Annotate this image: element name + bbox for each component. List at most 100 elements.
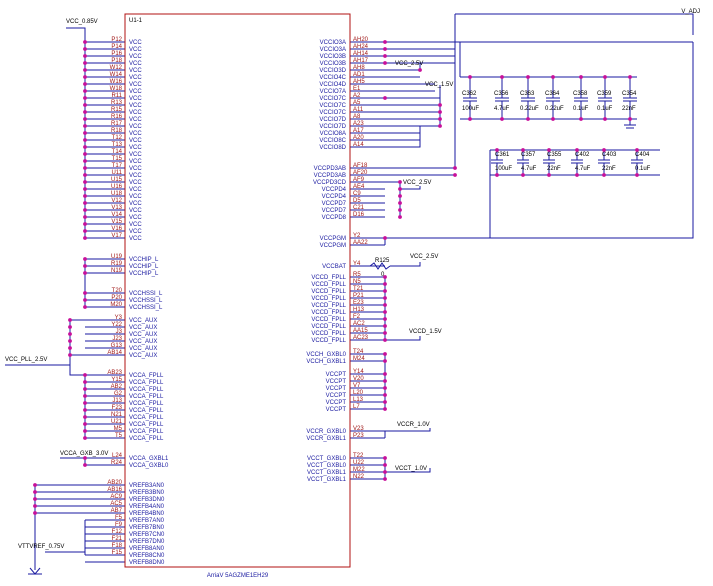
- junction-dot: [33, 511, 37, 515]
- pin-number: V14: [111, 212, 122, 218]
- pin-function: VCCIO7D: [319, 124, 346, 130]
- capacitor-ref: C363: [520, 91, 535, 97]
- pin-number: AH8: [353, 65, 365, 71]
- pin-number: H13: [353, 307, 365, 313]
- junction-dot: [33, 483, 37, 487]
- pin-number: E23: [353, 300, 364, 306]
- junction-dot: [438, 124, 442, 128]
- pin-function: VCCHIP_L: [129, 264, 159, 270]
- junction-dot: [83, 54, 87, 58]
- pin-function: VCCIO7C: [319, 103, 346, 109]
- pin-number: V20: [353, 376, 364, 382]
- pin-function: VCC: [129, 145, 142, 151]
- pin-number: AH17: [353, 58, 369, 64]
- vbat-feed: [390, 262, 421, 267]
- pin-function: VCC: [129, 194, 142, 200]
- junction-dot: [83, 103, 87, 107]
- capacitor-value: 22nF: [602, 166, 616, 172]
- pin-function: VCCIO7A: [320, 89, 346, 95]
- pin-number: L20: [353, 390, 364, 396]
- junction-dot: [83, 305, 87, 309]
- pin-number: W16: [110, 79, 123, 85]
- pin-number: AA15: [353, 328, 368, 334]
- pin-number: V16: [111, 226, 122, 232]
- pin-function: VREFB7BN0: [129, 525, 165, 531]
- pin-function: VCC_AUX: [129, 353, 157, 359]
- net-label-vccd15: VCCD_1.5V: [409, 329, 442, 335]
- vccr-feed: [385, 428, 431, 432]
- capacitor-ref: C359: [597, 91, 612, 97]
- junction-dot: [83, 271, 87, 275]
- junction-dot: [383, 303, 387, 307]
- pin-number: V13: [111, 205, 122, 211]
- junction-dot: [33, 497, 37, 501]
- pin-number: M22: [353, 467, 365, 473]
- pin-function: VCC_AUX: [129, 346, 157, 352]
- pin-number: T13: [112, 142, 123, 148]
- junction-dot: [83, 215, 87, 219]
- junction-dot: [68, 353, 72, 357]
- pin-number: AE4: [353, 184, 365, 190]
- junction-dot: [418, 68, 422, 72]
- pin-number: V15: [111, 219, 122, 225]
- resistor-symbol: [369, 262, 391, 270]
- junction-dot: [83, 387, 87, 391]
- junction-dot: [602, 173, 606, 177]
- junction-dots: [33, 40, 639, 515]
- pin-number: R15: [111, 107, 123, 113]
- junction-dot: [526, 75, 530, 79]
- junction-dot: [33, 504, 37, 508]
- junction-dot: [83, 131, 87, 135]
- junction-dot: [83, 117, 87, 121]
- pin-number: V17: [111, 233, 122, 239]
- pin-number: AC23: [353, 335, 369, 341]
- pin-number: T15: [112, 156, 123, 162]
- net-label-vcc25c: VCC_2.5V: [410, 254, 438, 260]
- pin-number: P18: [111, 58, 122, 64]
- pin-function: VCCPGM: [320, 243, 346, 249]
- pin-number: J13: [112, 398, 122, 404]
- junction-dot: [83, 257, 87, 261]
- pin-function: VCCD_FPLL: [311, 296, 346, 302]
- pin-function: VCCD_FPLL: [311, 317, 346, 323]
- pin-function: VCCIO7C: [319, 96, 346, 102]
- pin-number: M5: [114, 426, 123, 432]
- pin-function: VCC: [129, 110, 142, 116]
- junction-dot: [383, 282, 387, 286]
- junction-dot: [83, 208, 87, 212]
- pin-function: VCCPD4: [322, 187, 347, 193]
- capacitor-ref: C357: [521, 152, 536, 158]
- net-label-vccr: VCCR_1.0V: [397, 422, 430, 428]
- pin-function: VCCPD3AB: [314, 166, 346, 172]
- pin-number: W12: [110, 65, 123, 71]
- junction-dot: [383, 400, 387, 404]
- junction-dot: [83, 68, 87, 72]
- pin-number: W14: [110, 72, 123, 78]
- pin-function: VREFB7AN0: [129, 518, 165, 524]
- pin-function: VCC: [129, 138, 142, 144]
- component-body: [124, 13, 351, 568]
- pin-number: F23: [112, 405, 123, 411]
- junction-dot: [438, 110, 442, 114]
- pin-number: F9: [115, 522, 123, 528]
- pin-number: N22: [353, 474, 365, 480]
- vcc-feed: [66, 27, 86, 42]
- pin-number: F12: [112, 529, 123, 535]
- pin-number: AC5: [110, 501, 122, 507]
- junction-dot: [547, 173, 551, 177]
- junction-dot: [83, 173, 87, 177]
- pin-function: VCCT_GXBL1: [307, 477, 347, 483]
- pin-number: T20: [112, 288, 123, 294]
- junction-dot: [83, 166, 87, 170]
- junction-dot: [579, 75, 583, 79]
- junction-dot: [383, 317, 387, 321]
- pin-function: VCC: [129, 166, 142, 172]
- pin-function: VCC: [129, 61, 142, 67]
- net-label-vcc25b: VCC_2.5V: [403, 180, 431, 186]
- pin-number: A23: [353, 121, 364, 127]
- junction-dot: [383, 359, 387, 363]
- pin-number: AB14: [107, 350, 122, 356]
- pin-function: VCCH_GXBL1: [306, 359, 346, 365]
- junction-dot: [83, 394, 87, 398]
- pin-number: AA22: [353, 240, 368, 246]
